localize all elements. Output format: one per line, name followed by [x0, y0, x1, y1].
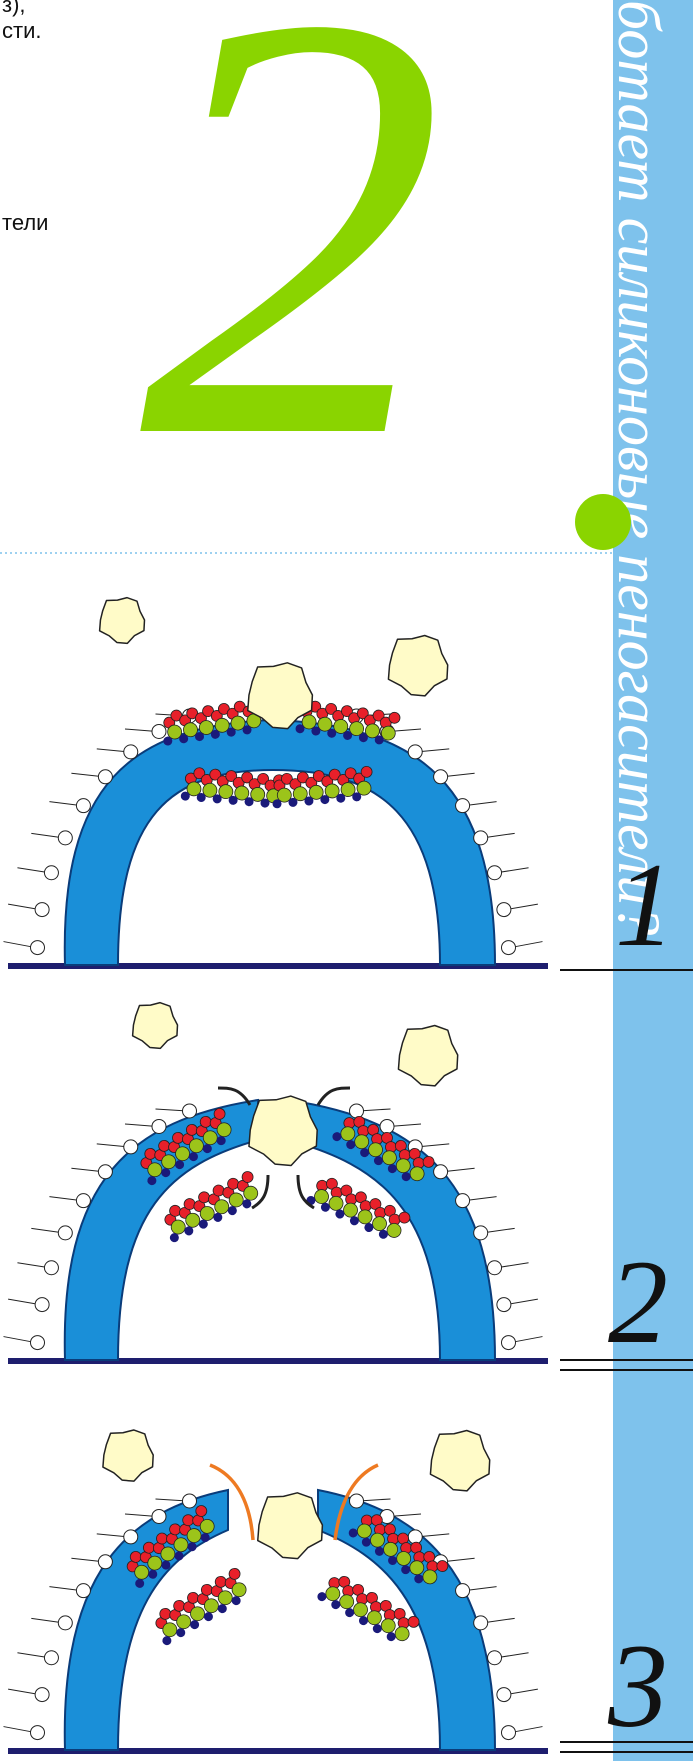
surfactant-molecule-icon [58, 1226, 72, 1240]
surfactant-molecule-icon [497, 1688, 511, 1702]
surfactant-molecule-icon [456, 1584, 470, 1598]
surfactant-molecule-icon [124, 1530, 138, 1544]
surfactant-molecule-icon [474, 1226, 488, 1240]
surfactant-molecule-icon [98, 1555, 112, 1569]
surfactant-molecule-icon [44, 866, 58, 880]
surfactant-molecule-icon [44, 1261, 58, 1275]
surfactant-molecule-icon [488, 866, 502, 880]
surfactant-molecule-icon [488, 1651, 502, 1665]
surfactant-molecule-icon [408, 745, 422, 759]
surfactant-molecule-icon [350, 1494, 364, 1508]
surfactant-molecule-icon [124, 1140, 138, 1154]
surfactant-molecule-icon [124, 745, 138, 759]
surfactant-molecule-icon [182, 1104, 196, 1118]
bubble-wall-left [65, 1100, 258, 1360]
surfactant-molecule-icon [76, 1584, 90, 1598]
foam-bubble-icon [249, 1096, 317, 1165]
surfactant-molecule-icon [434, 1165, 448, 1179]
antifoam-molecule-icon [180, 766, 285, 809]
arrow-icon [318, 1088, 350, 1105]
surfactant-molecule-icon [35, 903, 49, 917]
green-dot-icon [575, 494, 631, 550]
surfactant-molecule-icon [456, 1194, 470, 1208]
foam-bubble-icon [430, 1431, 489, 1491]
surfactant-molecule-icon [434, 770, 448, 784]
diagram-panel-3 [4, 1430, 548, 1754]
step-number-1: 1 [615, 845, 675, 965]
surfactant-molecule-icon [350, 1104, 364, 1118]
foam-bubble-icon [100, 598, 145, 644]
surfactant-molecule-icon [408, 1530, 422, 1544]
surfactant-molecule-icon [501, 1336, 515, 1350]
surfactant-molecule-icon [152, 1509, 166, 1523]
surfactant-molecule-icon [474, 831, 488, 845]
antifoam-molecule-icon [148, 1566, 253, 1646]
surfactant-molecule-icon [497, 903, 511, 917]
surfactant-molecule-icon [58, 831, 72, 845]
surfactant-molecule-icon [497, 1298, 511, 1312]
surfactant-molecule-icon [98, 1165, 112, 1179]
diagram-panel-1 [4, 598, 548, 969]
surfactant-molecule-icon [474, 1616, 488, 1630]
surfactant-molecule-icon [501, 941, 515, 955]
surfactant-molecule-icon [76, 1194, 90, 1208]
foam-bubble-icon [103, 1430, 153, 1481]
foam-bubble-icon [398, 1026, 457, 1086]
surfactant-molecule-icon [31, 941, 45, 955]
foam-bubble-icon [388, 636, 447, 696]
surfactant-molecule-icon [488, 1261, 502, 1275]
surfactant-molecule-icon [31, 1336, 45, 1350]
surfactant-molecule-icon [98, 770, 112, 784]
surfactant-molecule-icon [182, 1494, 196, 1508]
surfactant-molecule-icon [76, 799, 90, 813]
surfactant-molecule-icon [44, 1651, 58, 1665]
surfactant-molecule-icon [380, 1119, 394, 1133]
foam-bubble-icon [258, 1493, 323, 1559]
surfactant-molecule-icon [35, 1298, 49, 1312]
surfactant-molecule-icon [152, 724, 166, 738]
surfactant-molecule-icon [35, 1688, 49, 1702]
step-number-2: 2 [608, 1242, 668, 1362]
surfactant-molecule-icon [456, 799, 470, 813]
surfactant-molecule-icon [501, 1726, 515, 1740]
step-number-3: 3 [608, 1626, 668, 1746]
surfactant-molecule-icon [58, 1616, 72, 1630]
surfactant-molecule-icon [152, 1119, 166, 1133]
diagram-panel-2 [4, 1003, 548, 1364]
foam-bubble-icon [133, 1003, 178, 1049]
surfactant-molecule-icon [31, 1726, 45, 1740]
